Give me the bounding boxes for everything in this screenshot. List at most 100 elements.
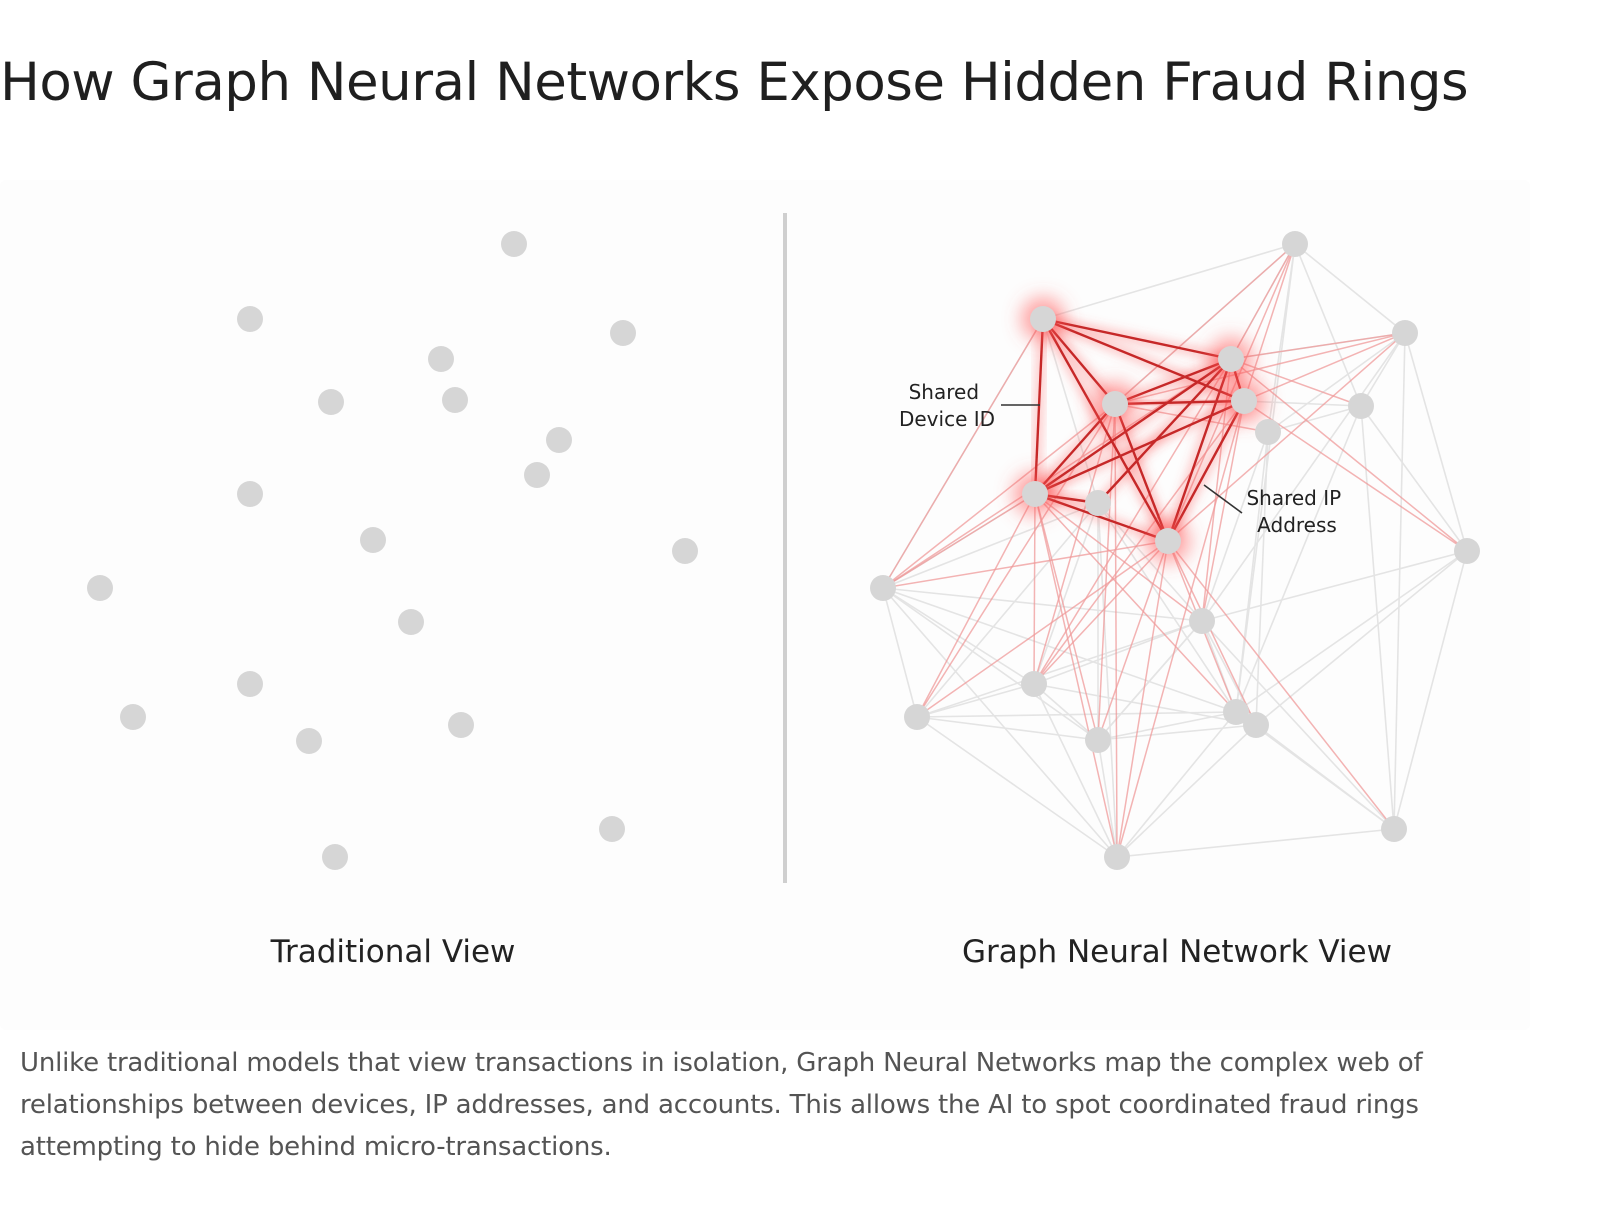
suspicious-edge xyxy=(882,318,1044,589)
isolated-transaction-node xyxy=(322,844,348,870)
graph-edge xyxy=(1294,243,1406,334)
suspicious-edge xyxy=(1114,403,1118,858)
suspicious-edge xyxy=(916,493,1036,718)
suspicious-edge xyxy=(1114,332,1406,405)
graph-edge xyxy=(1097,739,1118,858)
fraud-ring-edge xyxy=(1033,318,1045,495)
shared-device-id-label: Shared Device ID xyxy=(899,380,995,431)
isolated-transaction-node xyxy=(318,389,344,415)
graph-edge xyxy=(1360,405,1395,830)
graph-edge xyxy=(1116,711,1237,858)
isolated-transaction-node xyxy=(546,427,572,453)
graph-view-label: Graph Neural Network View xyxy=(962,934,1392,970)
isolated-transaction-node xyxy=(237,481,263,507)
suspicious-edge xyxy=(882,403,1116,589)
graph-edge xyxy=(1255,431,1269,726)
graph-edge xyxy=(1201,332,1406,622)
graph-edge xyxy=(1201,550,1468,622)
graph-node xyxy=(1381,816,1407,842)
fraud-ring-node xyxy=(1231,388,1257,414)
isolated-transaction-node xyxy=(428,346,454,372)
graph-node xyxy=(1104,844,1130,870)
fraud-ring-edge xyxy=(1113,403,1170,542)
suspicious-edge xyxy=(916,540,1169,718)
graph-edge xyxy=(1404,332,1468,552)
ip-address-leader-line xyxy=(1203,484,1243,514)
isolated-transaction-node xyxy=(524,462,550,488)
isolated-transaction-node xyxy=(120,704,146,730)
graph-node xyxy=(1348,393,1374,419)
graph-edge xyxy=(1294,243,1362,407)
suspicious-edge xyxy=(1034,493,1118,858)
graph-node xyxy=(1085,727,1111,753)
graph-edge xyxy=(916,683,1035,718)
isolated-transaction-node xyxy=(610,320,636,346)
fraud-ring-edge xyxy=(1042,317,1232,361)
fraud-ring-edge xyxy=(1042,317,1245,403)
graph-edge xyxy=(1097,724,1257,741)
graph-edge xyxy=(1255,724,1395,830)
fraud-ring-node xyxy=(1218,346,1244,372)
graph-edge xyxy=(1255,550,1468,726)
suspicious-edge xyxy=(1114,403,1269,433)
graph-edge xyxy=(1033,683,1257,726)
graph-node xyxy=(870,575,896,601)
suspicious-edge xyxy=(1167,540,1395,830)
graph-edge xyxy=(1042,243,1296,320)
graph-edge xyxy=(1097,502,1237,713)
suspicious-edge xyxy=(1230,358,1362,407)
suspicious-edge xyxy=(1034,493,1099,741)
isolated-transaction-node xyxy=(237,306,263,332)
fraud-ring-edge xyxy=(1034,492,1169,543)
suspicious-edge xyxy=(1167,332,1406,542)
graph-edge xyxy=(916,711,1237,718)
graph-edge xyxy=(1267,405,1362,433)
suspicious-edge xyxy=(882,540,1169,589)
graph-edge xyxy=(1360,405,1468,552)
suspicious-edge xyxy=(1033,400,1245,685)
graph-view-nodes xyxy=(870,231,1480,870)
graph-edge xyxy=(1097,711,1237,741)
fraud-ring-edge xyxy=(1097,358,1232,504)
fraud-ring-edge xyxy=(1166,358,1233,542)
graph-node xyxy=(1189,608,1215,634)
graph-edge xyxy=(1393,332,1406,830)
graph-edge xyxy=(1097,620,1203,741)
graph-edge xyxy=(882,587,1118,858)
suspicious-edge xyxy=(916,403,1116,718)
fraud-ring-edge xyxy=(1034,399,1245,496)
graph-edge xyxy=(1235,550,1468,713)
graph-edge xyxy=(882,502,1099,589)
isolated-transaction-node xyxy=(296,728,322,754)
shared-ip-address-label: Shared IP Address xyxy=(1246,486,1347,537)
graph-edge xyxy=(1116,828,1395,858)
suspicious-edge xyxy=(1114,243,1296,405)
graph-edge xyxy=(882,587,1035,685)
graph-edge xyxy=(1235,405,1362,713)
graph-edge xyxy=(1116,724,1257,858)
suspicious-edge xyxy=(1116,400,1245,858)
isolated-transaction-node xyxy=(237,671,263,697)
page-title: How Graph Neural Networks Expose Hidden … xyxy=(0,52,1469,113)
graph-edge xyxy=(1033,683,1118,858)
fraud-ring-node xyxy=(1030,306,1056,332)
fraud-ring-node xyxy=(1155,528,1181,554)
suspicious-edge xyxy=(882,493,1036,589)
suspicious-edge xyxy=(1034,493,1203,622)
figure-caption: Unlike traditional models that view tran… xyxy=(20,1048,1423,1162)
isolated-transaction-node xyxy=(672,538,698,564)
graph-edge xyxy=(1097,502,1118,858)
fraud-ring-node xyxy=(1022,481,1048,507)
suspicious-edge xyxy=(1033,493,1036,685)
fraud-ring-edge xyxy=(1034,358,1232,495)
suspicious-edge xyxy=(1243,243,1296,402)
graph-edge xyxy=(916,620,1203,718)
suspicious-edge xyxy=(1167,540,1257,726)
graph-node xyxy=(1392,320,1418,346)
suspicious-edge xyxy=(1243,332,1406,402)
graph-edge xyxy=(1201,620,1395,830)
graph-edge xyxy=(916,716,1099,741)
suspicious-edge xyxy=(1033,358,1232,685)
traditional-view-label: Traditional View xyxy=(270,934,516,970)
